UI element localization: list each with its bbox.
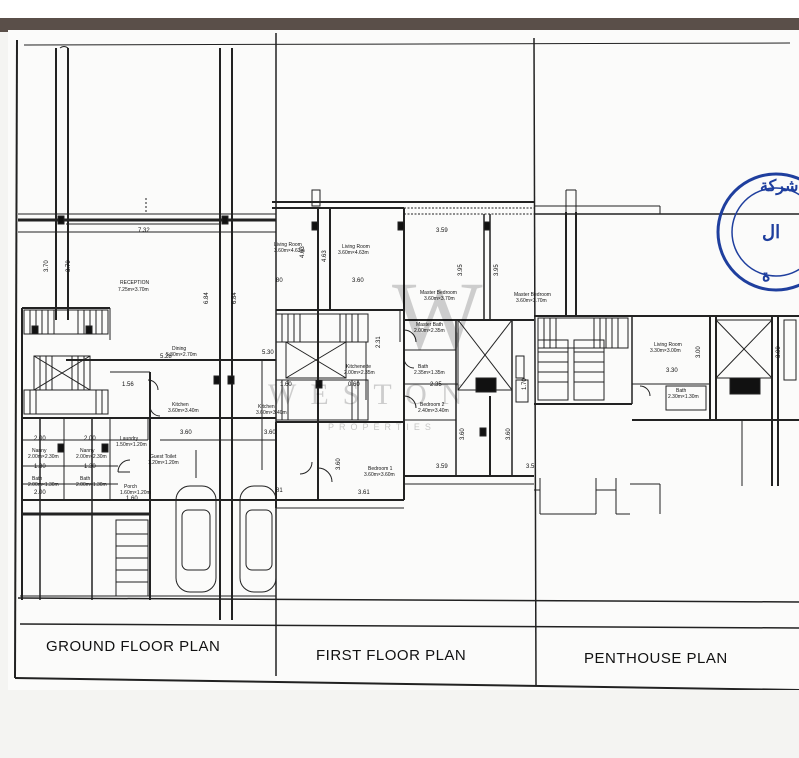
ground-floor-linework [18, 46, 277, 620]
room-p-living-size: 3.30m×3.00m [650, 348, 681, 354]
drawing-sheet: شركة ال ة [8, 30, 799, 690]
room-f-master2-size: 3.60m×3.70m [516, 298, 547, 304]
room-bath2-size: 2.00m×1.30m [76, 482, 107, 488]
dim-g-dining-w: 5.28 [160, 354, 172, 360]
dim-f-360d: 3.60 [336, 458, 342, 470]
room-bath2: Bath [80, 476, 91, 482]
room-kitchen-size: 3.60m×3.40m [168, 408, 199, 414]
ground-floor-plan-title: GROUND FLOOR PLAN [46, 638, 221, 655]
dim-f-231: 2.31 [376, 336, 382, 348]
dim-g-130b: 1.30 [84, 464, 96, 470]
room-kitchen: Kitchen [172, 402, 189, 408]
dim-g-130: 1.30 [34, 464, 46, 470]
dim-g-left: 3.70 [44, 260, 50, 272]
room-laundry: Laundry [120, 436, 139, 442]
room-bath-size: 2.00m×1.30m [28, 482, 59, 488]
room-f-living-size: 3.60m×4.63m [274, 248, 305, 254]
top-rule [0, 18, 799, 32]
dim-f-360: 3.60 [352, 278, 364, 284]
penthouse-plan-title: PENTHOUSE PLAN [584, 650, 728, 667]
first-floor-linework [272, 189, 534, 509]
room-p-bath: Bath [676, 388, 687, 394]
stamp-text-mid: ال [762, 222, 781, 242]
room-porch: Porch [124, 484, 138, 490]
room-dining: Dining [172, 346, 187, 352]
dim-f-350: 3.5 [526, 464, 535, 470]
company-stamp [716, 172, 799, 292]
dim-f-360b: 3.60 [460, 428, 466, 440]
dim-f-395b: 3.95 [494, 264, 500, 276]
room-dining-size: 5.30m×2.70m [166, 352, 197, 358]
dim-g-160: 1.60 [126, 496, 138, 502]
room-reception-size: 7.25m×3.70m [118, 287, 149, 293]
room-laundry-size: 1.50m×1.20m [116, 442, 147, 448]
room-p-bath-size: 2.30m×1.30m [668, 394, 699, 400]
room-f-master-bath: Master Bath [416, 322, 443, 328]
dim-f-361: 3.61 [358, 490, 370, 496]
room-f-living2: Living Room [342, 244, 370, 250]
stamp-text-top: شركة [760, 178, 799, 195]
room-f-bedroom1: Bedroom 1 [368, 466, 393, 472]
dim-g-200c: 2.00 [34, 490, 46, 496]
dim-f-060: 0.60 [348, 382, 360, 388]
room-f-master: Master Bedroom [420, 290, 457, 296]
dim-p-330: 3.30 [666, 368, 678, 374]
watermark-name: WESTON [268, 378, 477, 411]
room-f-bedroom2: Bedroom 2 [420, 402, 445, 408]
room-f-kitchenette: Kitchenette [346, 364, 372, 370]
room-f-living: Living Room [274, 242, 302, 248]
dim-f-360c: 3.60 [506, 428, 512, 440]
room-kitchen2: Kitchen [258, 404, 275, 410]
dim-f-081: 81 [276, 488, 283, 494]
room-f-bath-size: 2.35m×1.35m [414, 370, 445, 376]
room-reception: RECEPTION [120, 280, 150, 286]
dim-f-235: 2.35 [430, 382, 442, 388]
room-p-living: Living Room [654, 342, 682, 348]
penthouse-linework [534, 189, 799, 515]
watermark-tagline: PROPERTIES [328, 422, 436, 432]
dim-g-360: 3.60 [180, 430, 192, 436]
dim-g-156: 1.56 [122, 382, 134, 388]
room-nanny2: Nanny [80, 448, 95, 454]
dim-f-359: 3.59 [436, 228, 448, 234]
room-nanny-size: 2.00m×2.30m [28, 454, 59, 460]
dim-f-359b: 3.59 [436, 464, 448, 470]
room-f-master-bath-size: 2.00m×2.35m [414, 328, 445, 334]
dim-f-080: 80 [276, 278, 283, 284]
stamp-text-bottom: ة [762, 268, 771, 285]
room-f-master-size: 3.60m×3.70m [424, 296, 455, 302]
dim-g-360b: 3.60 [264, 430, 276, 436]
room-bath: Bath [32, 476, 43, 482]
dim-g-200b: 2.00 [84, 436, 96, 442]
room-f-bedroom1-size: 3.60m×3.60m [364, 472, 395, 478]
dim-g-width: 7.32 [138, 228, 150, 234]
watermark-monogram: W [392, 262, 483, 369]
dim-g-530: 5.30 [262, 350, 274, 356]
room-kitchen2-size: 3.60m×3.40m [256, 410, 287, 416]
room-nanny2-size: 2.00m×2.30m [76, 454, 107, 460]
room-f-bedroom2-size: 2.40m×3.40m [418, 408, 449, 414]
room-porch-size: 1.60m×1.20m [120, 490, 151, 496]
dim-g-reception-w2: 6.84 [232, 292, 238, 304]
room-f-master2: Master Bedroom [514, 292, 551, 298]
dim-f-463b: 4.63 [322, 250, 328, 262]
dim-g-200: 2.00 [34, 436, 46, 442]
room-f-living2-size: 3.60m×4.63m [338, 250, 369, 256]
room-nanny: Nanny [32, 448, 47, 454]
dim-f-160: 1.60 [280, 382, 292, 388]
floor-plans-drawing [14, 33, 799, 690]
dim-f-170: 1.70 [522, 378, 528, 390]
dim-f-463: 4.63 [300, 246, 306, 258]
room-f-bath: Bath [418, 364, 429, 370]
dim-g-reception-w: 6.84 [204, 292, 210, 304]
dim-p-300b: 3.00 [776, 346, 782, 358]
dim-g-left2: 3.70 [66, 260, 72, 272]
room-guest-toilet-size: 1.20m×1.20m [148, 460, 179, 466]
room-f-kitchenette-size: 2.00m×2.35m [344, 370, 375, 376]
first-floor-plan-title: FIRST FLOOR PLAN [316, 647, 467, 664]
dim-p-300: 3.00 [696, 346, 702, 358]
room-guest-toilet: Guest Toilet [150, 454, 177, 460]
